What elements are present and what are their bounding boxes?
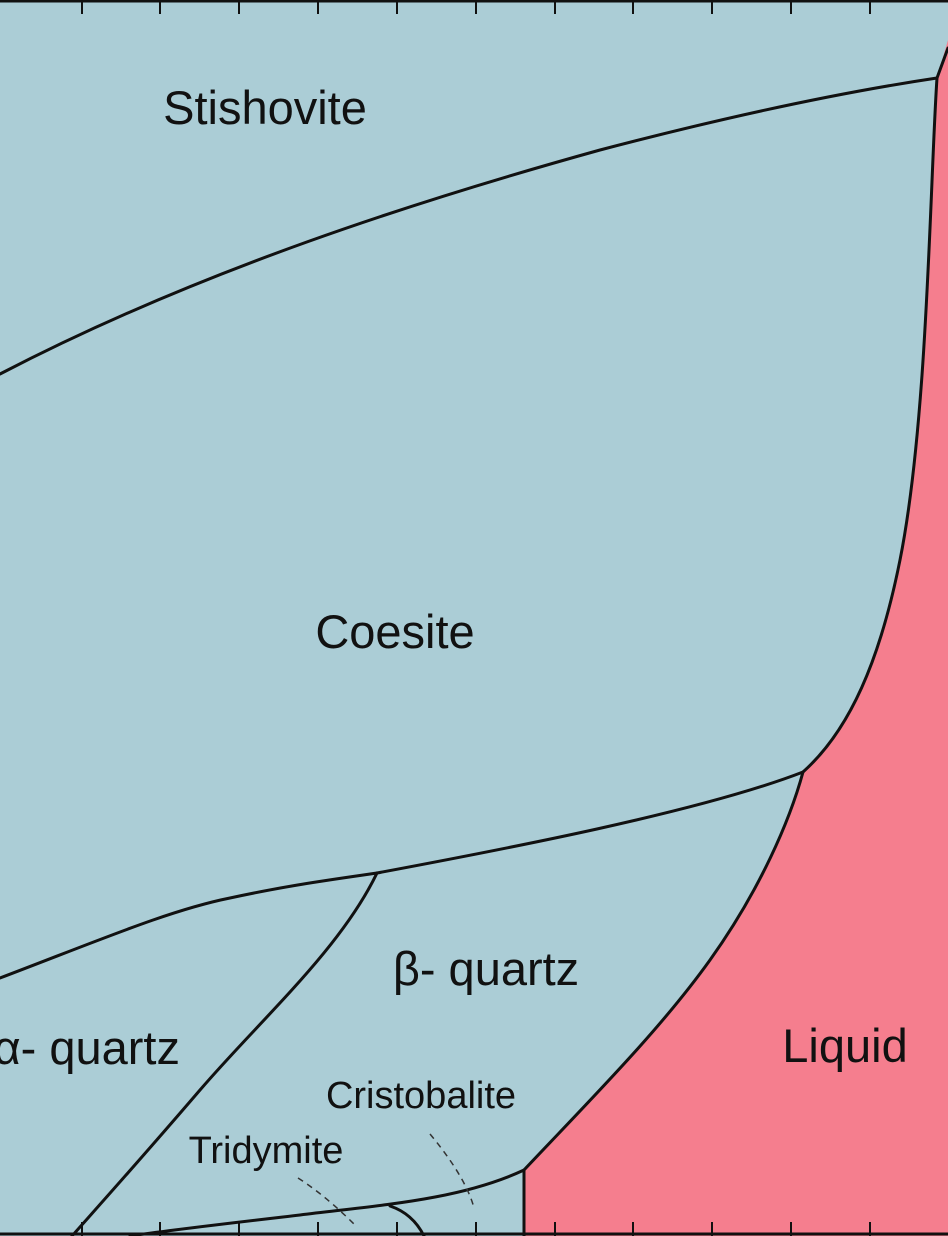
stishovite-liquid-boundary <box>935 46 948 80</box>
top-ticks <box>81 0 871 14</box>
stishovite-coesite-boundary <box>0 76 939 376</box>
coesite-liquid-boundary <box>801 76 939 774</box>
stishovite-label: Stishovite <box>163 81 367 134</box>
alpha-beta-quartz-boundary <box>70 871 379 1236</box>
coesite-label: Coesite <box>315 605 474 658</box>
beta-quartz-label: β- quartz <box>393 942 579 995</box>
coesite-quartz-boundary <box>0 770 805 980</box>
alpha-quartz-label: α- quartz <box>0 1021 180 1074</box>
liquid-phase-field <box>524 40 948 1236</box>
tridymite-cristobalite-boundary <box>128 1168 526 1236</box>
cristobalite-label: Cristobalite <box>326 1075 516 1117</box>
beta-quartz-liquid-boundary <box>522 770 805 1172</box>
tridymite-label: Tridymite <box>189 1130 344 1172</box>
tridymite-quartz-boundary <box>388 1204 426 1236</box>
tridymite-leader-line <box>297 1177 357 1227</box>
cristobalite-leader-line <box>429 1133 475 1209</box>
liquid-label: Liquid <box>782 1019 907 1072</box>
